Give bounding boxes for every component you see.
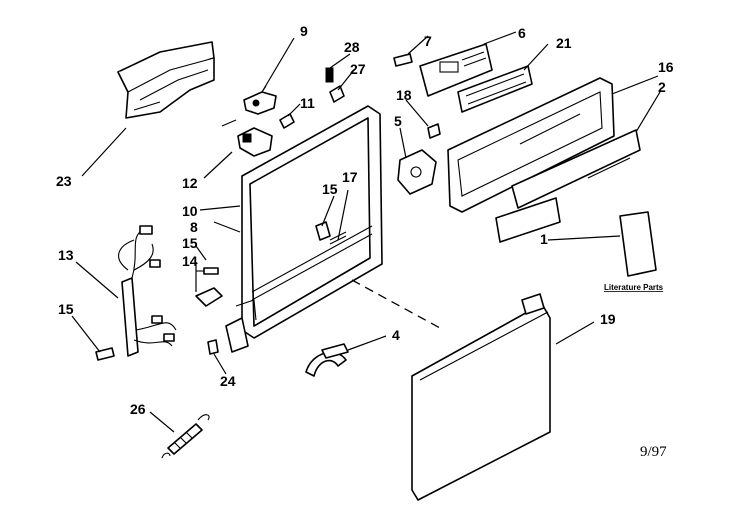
part-26-spring bbox=[161, 414, 210, 459]
leader-lines bbox=[71, 31, 661, 433]
callout-2: 2 bbox=[658, 79, 666, 95]
callout-10: 10 bbox=[182, 203, 198, 219]
callout-7: 7 bbox=[424, 33, 432, 49]
part-12-latch-housing bbox=[221, 119, 273, 157]
callout-24: 24 bbox=[220, 373, 236, 389]
callout-8: 8 bbox=[190, 219, 198, 235]
part-8-door-frame bbox=[225, 105, 383, 353]
part-18-bracket bbox=[427, 123, 441, 139]
callout-9: 9 bbox=[300, 23, 308, 39]
callout-15-lower: 15 bbox=[58, 301, 74, 317]
part-1-literature bbox=[495, 197, 657, 277]
callout-12: 12 bbox=[182, 175, 198, 191]
callout-21: 21 bbox=[556, 35, 572, 51]
callout-28: 28 bbox=[344, 39, 360, 55]
alignment-dashed-line bbox=[351, 279, 441, 329]
callout-6: 6 bbox=[518, 25, 526, 41]
literature-parts-label: Literature Parts bbox=[604, 283, 664, 292]
callout-11: 11 bbox=[300, 95, 315, 111]
part-5-switch bbox=[397, 149, 437, 195]
callout-14: 14 bbox=[182, 253, 198, 269]
part-4-clamp bbox=[305, 343, 349, 377]
part-15-screw-upper bbox=[196, 267, 219, 275]
part-13-wire-harness bbox=[118, 225, 177, 357]
callout-23: 23 bbox=[56, 173, 72, 189]
part-11-screw bbox=[279, 113, 295, 129]
callout-5: 5 bbox=[394, 113, 402, 129]
part-14-switch bbox=[195, 287, 223, 307]
part-2-control-panel bbox=[511, 129, 641, 209]
callout-27: 27 bbox=[350, 61, 366, 77]
callout-26: 26 bbox=[130, 401, 146, 417]
callout-17: 17 bbox=[342, 169, 358, 185]
callout-18: 18 bbox=[396, 87, 412, 103]
part-28-cap bbox=[325, 67, 334, 83]
part-7-screw bbox=[393, 53, 413, 67]
date-code: 9/97 bbox=[640, 444, 667, 460]
part-9-latch bbox=[243, 85, 277, 115]
callout-13: 13 bbox=[58, 247, 74, 263]
callout-1: 1 bbox=[540, 231, 548, 247]
part-27-clip bbox=[329, 85, 345, 103]
callout-15-upper: 15 bbox=[182, 235, 198, 251]
part-19-door-panel bbox=[411, 293, 551, 501]
callout-15-center: 15 bbox=[322, 181, 338, 197]
part-15-screw-lower bbox=[95, 347, 115, 361]
part-16-console bbox=[447, 77, 615, 213]
part-24-fastener bbox=[207, 339, 219, 355]
part-21-keypad bbox=[457, 65, 533, 113]
part-6-control-board bbox=[419, 43, 493, 97]
callout-19: 19 bbox=[600, 311, 616, 327]
callout-4: 4 bbox=[392, 327, 400, 343]
callout-16: 16 bbox=[658, 59, 674, 75]
part-23-cover bbox=[117, 41, 215, 119]
